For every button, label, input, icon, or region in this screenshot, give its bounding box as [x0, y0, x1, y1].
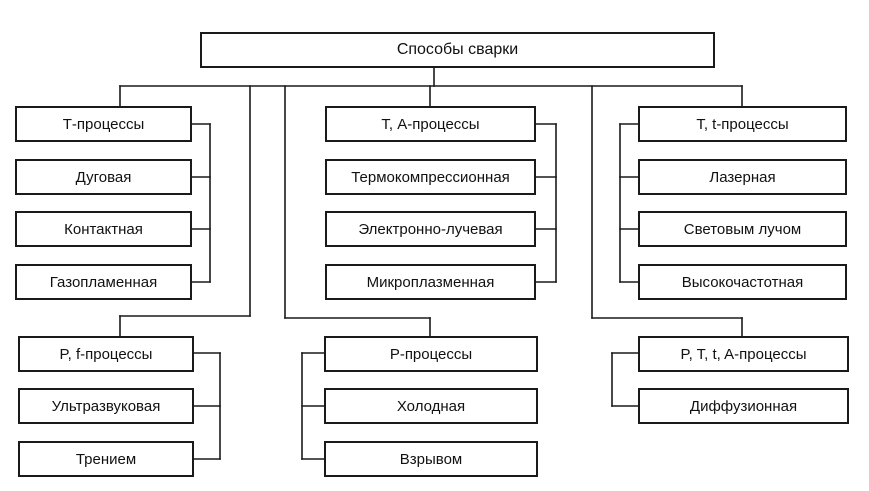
group-3-item-3: Высокочастотная	[638, 264, 847, 300]
group-1-item-3: Газопламенная	[15, 264, 192, 300]
group-1-head: Т-процессы	[15, 106, 192, 142]
group-1-item-1: Дуговая	[15, 159, 192, 195]
group-3-head: Т, t-процессы	[638, 106, 847, 142]
group-6-item-1: Диффузионная	[638, 388, 849, 424]
group-4-item-1: Ультразвуковая	[18, 388, 194, 424]
root-node: Способы сварки	[200, 32, 715, 68]
group-5-head: P-процессы	[324, 336, 538, 372]
group-2-item-1: Термокомпрессионная	[325, 159, 536, 195]
group-4-item-2: Трением	[18, 441, 194, 477]
group-4-head: P, f-процессы	[18, 336, 194, 372]
group-2-head: Т, А-процессы	[325, 106, 536, 142]
group-5-item-1: Холодная	[324, 388, 538, 424]
group-3-item-2: Световым лучом	[638, 211, 847, 247]
group-5-item-2: Взрывом	[324, 441, 538, 477]
group-1-item-2: Контактная	[15, 211, 192, 247]
group-6-head: P, T, t, A-процессы	[638, 336, 849, 372]
group-3-item-1: Лазерная	[638, 159, 847, 195]
group-2-item-3: Микроплазменная	[325, 264, 536, 300]
group-2-item-2: Электронно-лучевая	[325, 211, 536, 247]
